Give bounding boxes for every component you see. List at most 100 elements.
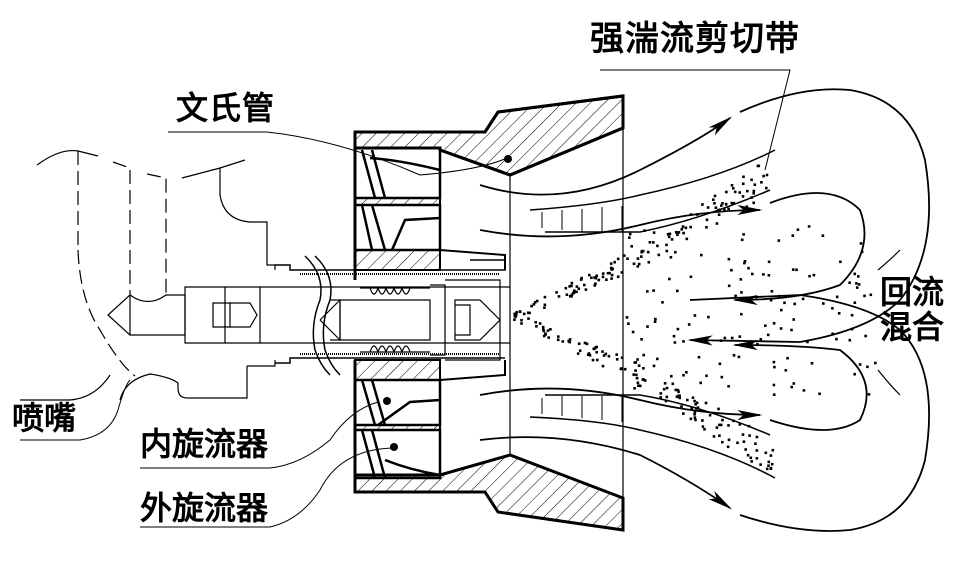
droplet: [642, 353, 645, 357]
shear-band: [529, 149, 776, 479]
droplet: [700, 253, 703, 257]
label-venturi: 文氏管: [176, 89, 276, 127]
droplet: [740, 312, 743, 316]
droplet: [678, 396, 681, 400]
droplet: [741, 433, 745, 436]
droplet: [575, 285, 579, 288]
droplet: [753, 183, 757, 186]
droplet: [713, 202, 716, 205]
droplet: [689, 275, 693, 279]
droplet: [636, 257, 640, 260]
droplet: [543, 303, 547, 307]
droplet: [874, 361, 877, 365]
droplet: [750, 178, 753, 182]
droplet: [646, 290, 649, 293]
droplet: [701, 425, 705, 428]
droplet: [665, 395, 669, 399]
droplet: [570, 284, 573, 288]
droplet: [628, 232, 632, 236]
droplet: [632, 262, 636, 266]
droplet: [610, 273, 614, 277]
label-outer-swirler: 外旋流器: [140, 489, 269, 527]
droplet: [601, 364, 605, 368]
droplet: [767, 464, 770, 467]
droplet: [738, 335, 742, 338]
droplet: [756, 164, 760, 168]
droplet: [730, 201, 734, 205]
droplet: [583, 341, 587, 345]
droplet: [676, 233, 679, 236]
droplet: [694, 418, 697, 422]
spring-assembly: [319, 279, 501, 361]
droplet: [772, 383, 776, 387]
droplet: [759, 463, 762, 466]
droplet: [742, 233, 745, 236]
droplet: [557, 335, 560, 338]
droplet: [848, 281, 851, 284]
droplet: [546, 329, 550, 332]
droplet: [769, 298, 773, 302]
droplet: [681, 225, 685, 228]
droplet: [866, 365, 869, 369]
droplet: [719, 423, 723, 427]
droplet: [613, 260, 616, 264]
droplet: [698, 409, 702, 412]
droplet: [535, 325, 538, 328]
droplet: [666, 233, 670, 236]
droplet: [526, 311, 530, 315]
droplet: [549, 328, 552, 331]
droplet: [682, 412, 685, 415]
droplet: [767, 274, 771, 277]
droplet: [654, 317, 657, 321]
droplet: [593, 276, 596, 279]
droplet: [597, 278, 601, 282]
droplet: [857, 283, 861, 286]
droplet: [583, 283, 586, 287]
droplet: [588, 273, 591, 277]
droplet: [725, 190, 728, 194]
droplet: [522, 312, 526, 316]
droplet: [556, 338, 560, 342]
droplet: [791, 234, 795, 237]
droplet: [676, 289, 679, 293]
droplet: [643, 379, 647, 382]
droplet: [752, 189, 756, 193]
droplet: [732, 187, 735, 190]
droplet: [748, 434, 751, 437]
droplet: [860, 250, 864, 254]
droplet: [772, 393, 776, 396]
droplet: [661, 301, 664, 304]
droplet: [727, 424, 730, 427]
droplet: [742, 440, 746, 443]
droplet: [696, 213, 699, 216]
droplet: [855, 286, 859, 289]
droplet: [721, 202, 724, 205]
droplet: [676, 327, 680, 331]
droplet: [646, 325, 649, 328]
droplet: [640, 255, 643, 258]
droplet: [659, 396, 662, 399]
droplet: [752, 201, 755, 205]
droplet: [628, 236, 631, 239]
label-nozzle: 喷嘴: [12, 399, 77, 437]
droplet: [848, 338, 852, 342]
droplet: [858, 363, 862, 366]
droplet: [810, 362, 814, 365]
droplet: [727, 207, 730, 211]
droplet: [705, 226, 708, 229]
droplet: [859, 242, 863, 245]
droplet: [542, 328, 545, 331]
droplet: [555, 291, 558, 294]
droplet: [727, 438, 731, 442]
droplet: [764, 451, 768, 455]
droplet: [615, 358, 619, 361]
droplet: [605, 278, 608, 281]
droplet: [784, 369, 788, 372]
droplet: [741, 195, 745, 198]
droplet: [769, 467, 773, 470]
droplet: [577, 342, 581, 345]
droplet: [773, 365, 776, 369]
droplet: [738, 191, 741, 194]
droplet: [564, 286, 568, 290]
droplet: [806, 340, 809, 344]
